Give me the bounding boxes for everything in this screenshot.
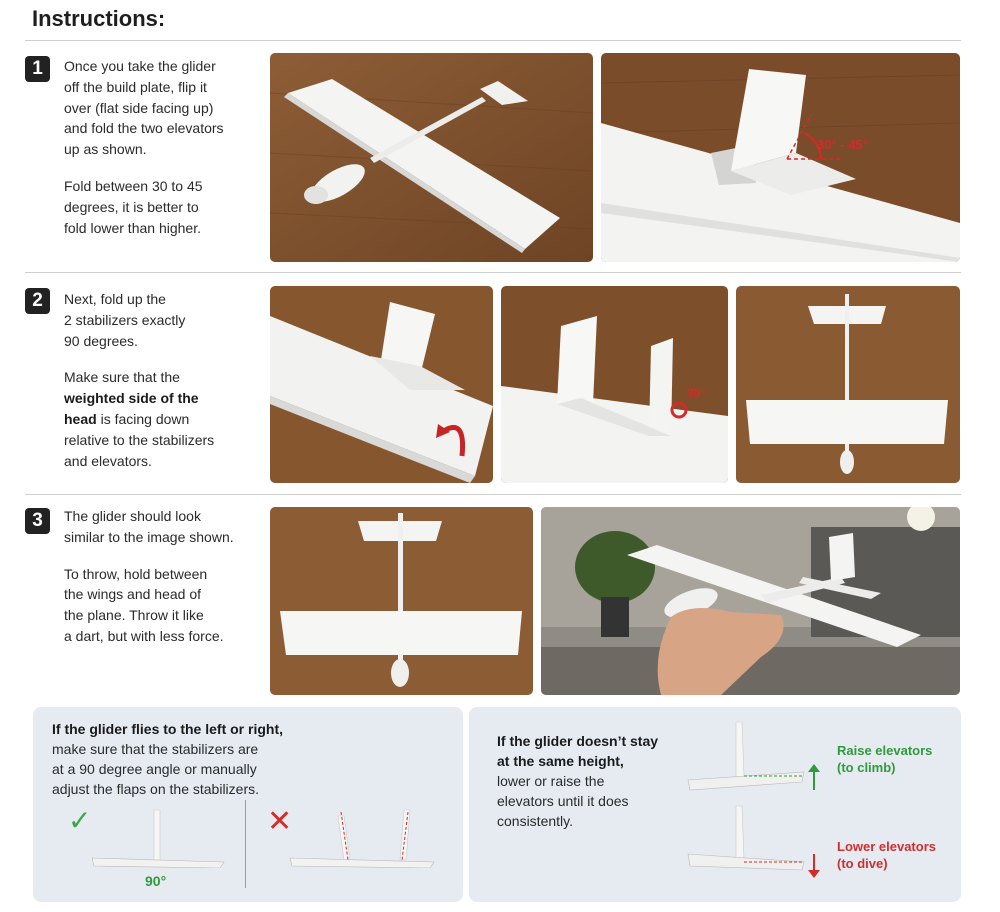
divider bbox=[25, 272, 961, 273]
text-line: adjust the flaps on the stabilizers. bbox=[52, 781, 260, 797]
glider-flat-photo bbox=[270, 53, 593, 262]
tip-heading: If the glider doesn’t stay bbox=[497, 733, 659, 749]
stabilizer-fold-photo bbox=[270, 286, 493, 483]
angle-label: 90° bbox=[687, 386, 706, 400]
text-line: Fold between 30 to 45 bbox=[64, 177, 203, 194]
stabilizers-90-photo: 90° bbox=[501, 286, 728, 483]
emphasis-text: head bbox=[64, 410, 97, 427]
check-icon: ✓ bbox=[68, 805, 92, 836]
text-line: The glider should look bbox=[64, 508, 201, 524]
text-line: degrees, it is better to bbox=[64, 198, 199, 215]
glider-finished-photo bbox=[270, 507, 533, 695]
page-title: Instructions: bbox=[32, 6, 166, 31]
emphasis-text: weighted side of the bbox=[64, 390, 199, 407]
step-2-badge: 2 bbox=[25, 288, 50, 314]
divider bbox=[245, 800, 246, 888]
text-line: Once you take the glider bbox=[64, 58, 216, 74]
glider-top-view-photo bbox=[736, 286, 960, 483]
text-line: Next, fold up the bbox=[64, 291, 166, 307]
step-1-badge: 1 bbox=[25, 56, 50, 82]
raise-elevator-diagram bbox=[687, 721, 820, 791]
tip-panel-height bbox=[469, 707, 961, 902]
divider bbox=[25, 494, 961, 495]
tip-heading: at the same height, bbox=[497, 753, 624, 769]
step-2-text: Next, fold up the 2 stabilizers exactly … bbox=[64, 289, 214, 487]
text-line: and elevators. bbox=[64, 452, 152, 469]
step-1-text: Once you take the glider off the build p… bbox=[64, 56, 224, 254]
angle-label: 90° bbox=[145, 873, 167, 889]
text-line: relative to the stabilizers bbox=[64, 431, 215, 448]
text-line: 90 degrees. bbox=[64, 332, 138, 349]
raise-elevators-label: Raise elevators (to climb) bbox=[837, 742, 932, 776]
text-line: is facing down bbox=[100, 410, 190, 427]
text-line: 2 stabilizers exactly bbox=[64, 311, 186, 328]
text-line: the plane. Throw it like bbox=[64, 607, 204, 624]
text-line: Raise elevators bbox=[837, 743, 933, 758]
text-line: elevators until it does bbox=[497, 793, 629, 809]
text-line: To throw, hold between bbox=[64, 565, 208, 582]
text-line: similar to the image shown. bbox=[64, 528, 234, 545]
text-line: consistently. bbox=[497, 813, 573, 829]
text-line: and fold the two elevators bbox=[64, 120, 224, 137]
tip-direction-text: If the glider flies to the left or right… bbox=[52, 719, 283, 799]
tip-height-text: If the glider doesn’t stay at the same h… bbox=[497, 731, 658, 831]
text-line: a dart, but with less force. bbox=[64, 627, 224, 644]
step-3-text: The glider should look similar to the im… bbox=[64, 506, 234, 663]
correct-stabilizer-diagram bbox=[91, 809, 225, 868]
text-line: Lower elevators bbox=[837, 839, 936, 854]
text-line: (to climb) bbox=[837, 760, 896, 775]
divider bbox=[25, 40, 961, 41]
cross-icon: ✕ bbox=[267, 805, 293, 838]
angle-label: 30° - 45° bbox=[817, 137, 868, 152]
hand-holding-glider-photo bbox=[541, 507, 960, 695]
text-line: over (flat side facing up) bbox=[64, 99, 214, 116]
lower-elevator-diagram bbox=[687, 805, 820, 878]
text-line: fold lower than higher. bbox=[64, 219, 201, 236]
tip-heading: If the glider flies to the left or right… bbox=[52, 721, 284, 737]
text-line: make sure that the stabilizers are bbox=[52, 741, 259, 757]
text-line: up as shown. bbox=[64, 141, 147, 158]
text-line: Make sure that the bbox=[64, 369, 180, 386]
text-line: (to dive) bbox=[837, 856, 888, 871]
lower-elevators-label: Lower elevators (to dive) bbox=[837, 838, 936, 872]
elevator-fold-photo: 30° - 45° bbox=[601, 53, 960, 262]
text-line: at a 90 degree angle or manually bbox=[52, 761, 257, 777]
step-3-badge: 3 bbox=[25, 508, 50, 534]
tip-panel-direction bbox=[33, 707, 463, 902]
text-line: lower or raise the bbox=[497, 773, 605, 789]
text-line: the wings and head of bbox=[64, 586, 201, 603]
wrong-stabilizer-diagram bbox=[289, 809, 435, 868]
text-line: off the build plate, flip it bbox=[64, 78, 207, 95]
